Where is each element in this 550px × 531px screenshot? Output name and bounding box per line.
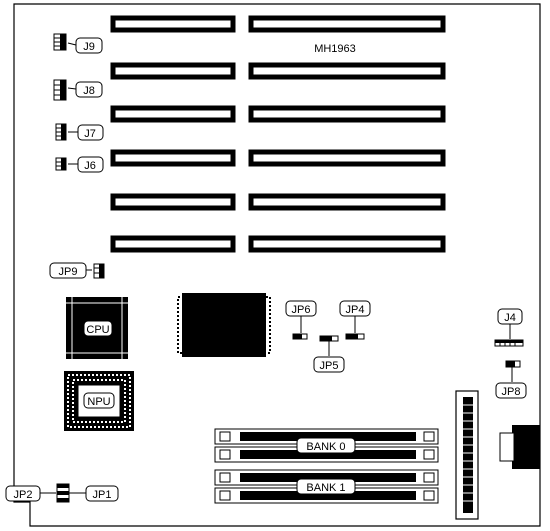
expansion-slots-right (248, 15, 446, 253)
model-label: MH1963 (314, 43, 356, 55)
header-pins-jp2-jp1 (56, 483, 70, 503)
jumper-label-jp5: JP5 (313, 356, 345, 373)
svg-text:J9: J9 (83, 41, 95, 53)
expansion-slot (248, 235, 446, 253)
cpu-chip: CPU (66, 297, 128, 359)
npu-label: NPU (87, 396, 110, 408)
svg-text:JP5: JP5 (320, 360, 339, 372)
jumper-label-j9: J9 (67, 37, 103, 54)
svg-text:JP6: JP6 (292, 304, 311, 316)
jumper-label-jp2: JP2 (5, 485, 56, 502)
svg-text:JP4: JP4 (346, 304, 365, 316)
board-outline (13, 3, 541, 527)
svg-text:BANK 1: BANK 1 (306, 482, 345, 494)
header-pins-jp4 (345, 333, 365, 340)
expansion-slots-left (110, 15, 236, 253)
expansion-slot (248, 149, 446, 167)
jumper-label-jp8: JP8 (495, 382, 527, 399)
bank1-label: BANK 1 (296, 478, 356, 495)
svg-text:JP9: JP9 (59, 266, 78, 278)
header-pins-jp8 (505, 360, 521, 382)
jumper-label-jp4: JP4 (339, 300, 371, 333)
jumper-label-jp9: JP9 (49, 262, 92, 279)
npu-chip: NPU (64, 371, 134, 431)
svg-text:J8: J8 (83, 85, 95, 97)
expansion-slot (110, 149, 236, 167)
header-pins-jp6 (292, 333, 308, 340)
svg-text:J7: J7 (84, 128, 96, 140)
svg-text:JP8: JP8 (502, 386, 521, 398)
header-pins-j4 (494, 339, 524, 347)
cpu-label: CPU (86, 324, 109, 336)
expansion-slot (110, 105, 236, 123)
jumper-label-jp1: JP1 (69, 485, 119, 502)
power-connector (455, 390, 479, 520)
svg-text:J4: J4 (504, 312, 516, 324)
expansion-slot (248, 105, 446, 123)
expansion-slot (110, 235, 236, 253)
header-pins-j7 (55, 123, 67, 141)
expansion-slot (248, 193, 446, 211)
header-pins-j8 (53, 79, 67, 101)
svg-text:BANK 0: BANK 0 (306, 441, 345, 453)
jumper-label-jp6: JP6 (285, 300, 317, 333)
header-pins-jp5 (319, 335, 339, 356)
memory-sockets: BANK 0 BANK 1 (214, 428, 439, 504)
expansion-slot (248, 15, 446, 33)
chipset-chip (177, 293, 271, 357)
svg-text:JP2: JP2 (14, 489, 33, 501)
svg-text:JP1: JP1 (93, 489, 112, 501)
expansion-slot (248, 62, 446, 80)
header-pins-jp9 (93, 263, 105, 279)
header-pins-j6 (55, 157, 67, 171)
jumper-label-j7: J7 (68, 124, 104, 141)
bank0-label: BANK 0 (296, 437, 356, 454)
svg-text:J6: J6 (84, 160, 96, 172)
expansion-slot (110, 62, 236, 80)
keyboard-connector (499, 425, 540, 469)
jumper-label-j8: J8 (67, 81, 103, 98)
expansion-slot (110, 193, 236, 211)
header-pins-j9 (53, 33, 67, 51)
jumper-label-j6: J6 (68, 156, 104, 173)
jumper-label-j4: J4 (497, 308, 523, 339)
expansion-slot (110, 15, 236, 33)
